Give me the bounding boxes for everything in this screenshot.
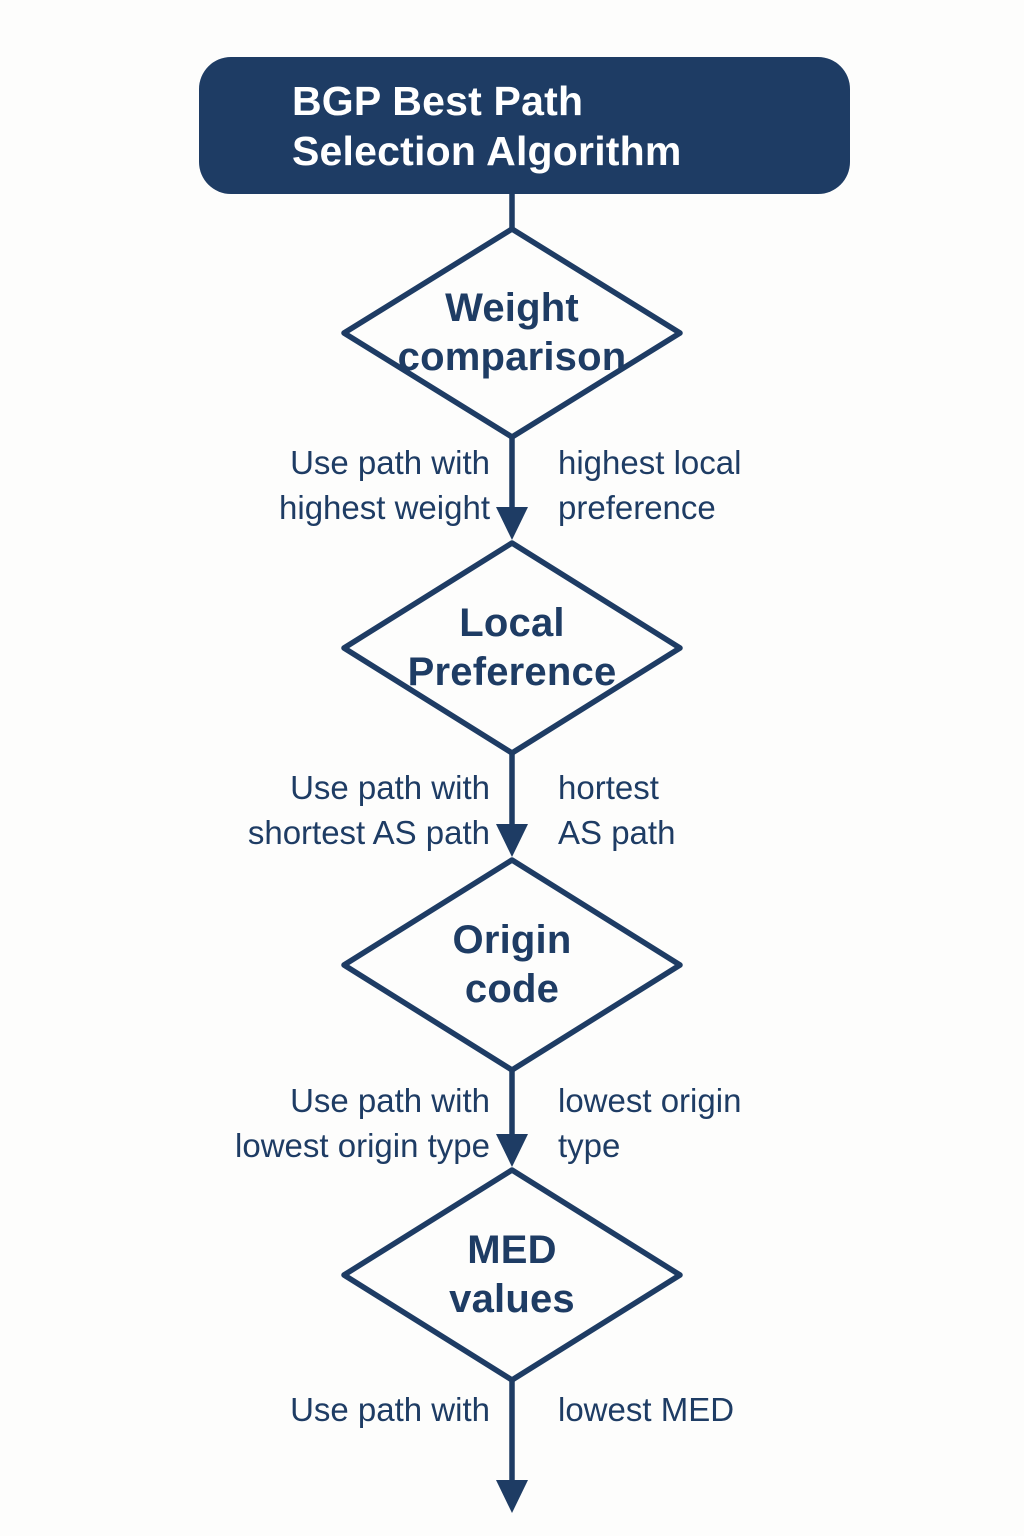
edge-label-left-localpref: Use path with shortest AS path: [247, 769, 490, 851]
edge-label-left-origin: Use path with lowest origin type: [235, 1082, 490, 1164]
diamond-label-origin-code: Origin code: [452, 918, 572, 1011]
arrowhead-end: [496, 1480, 528, 1513]
diamond-label-weight-comparison: Weight comparison: [397, 286, 627, 379]
arrowhead-to-localpref: [496, 507, 528, 540]
arrowhead-to-origin: [496, 824, 528, 857]
arrowhead-to-med: [496, 1134, 528, 1167]
edge-label-right-med: lowest MED: [558, 1391, 735, 1428]
edge-label-right-localpref: hortest AS path: [558, 769, 676, 851]
header-box: BGP Best Path Selection Algorithm: [199, 57, 850, 194]
edge-label-right-weight: highest local preference: [558, 444, 742, 526]
diamond-label-med-values: MED values: [449, 1228, 575, 1321]
edge-label-left-weight: Use path with highest weight: [279, 444, 490, 526]
diamond-label-local-preference: Local Preference: [407, 601, 617, 694]
edge-label-right-origin: lowest origin type: [558, 1082, 742, 1164]
header-title: BGP Best Path Selection Algorithm: [292, 77, 682, 174]
edge-label-left-med: Use path with: [290, 1391, 490, 1428]
